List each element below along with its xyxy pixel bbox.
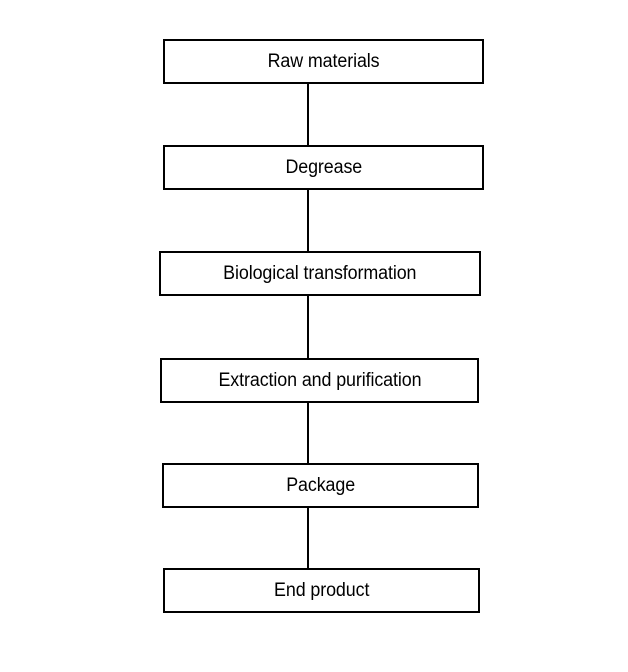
node-label: Package — [286, 475, 355, 496]
node-label: Extraction and purification — [218, 370, 421, 391]
connector-degrease-to-biological-transformation — [307, 190, 309, 251]
node-label: Raw materials — [267, 51, 380, 72]
connector-extraction-and-purification-to-package — [307, 403, 309, 463]
flowchart-node-end-product[interactable]: End product — [163, 568, 480, 613]
flowchart-node-degrease[interactable]: Degrease — [163, 145, 484, 190]
connector-package-to-end-product — [307, 508, 309, 568]
node-label: End product — [273, 580, 370, 601]
flowchart-node-biological-transformation[interactable]: Biological transformation — [159, 251, 481, 296]
flowchart-node-extraction-and-purification[interactable]: Extraction and purification — [160, 358, 479, 403]
node-label: Biological transformation — [223, 263, 417, 284]
flowchart-node-package[interactable]: Package — [162, 463, 479, 508]
connector-biological-transformation-to-extraction-and-purification — [307, 296, 309, 358]
node-label: Degrease — [285, 157, 362, 178]
flowchart-node-raw-materials[interactable]: Raw materials — [163, 39, 484, 84]
connector-raw-materials-to-degrease — [307, 84, 309, 145]
